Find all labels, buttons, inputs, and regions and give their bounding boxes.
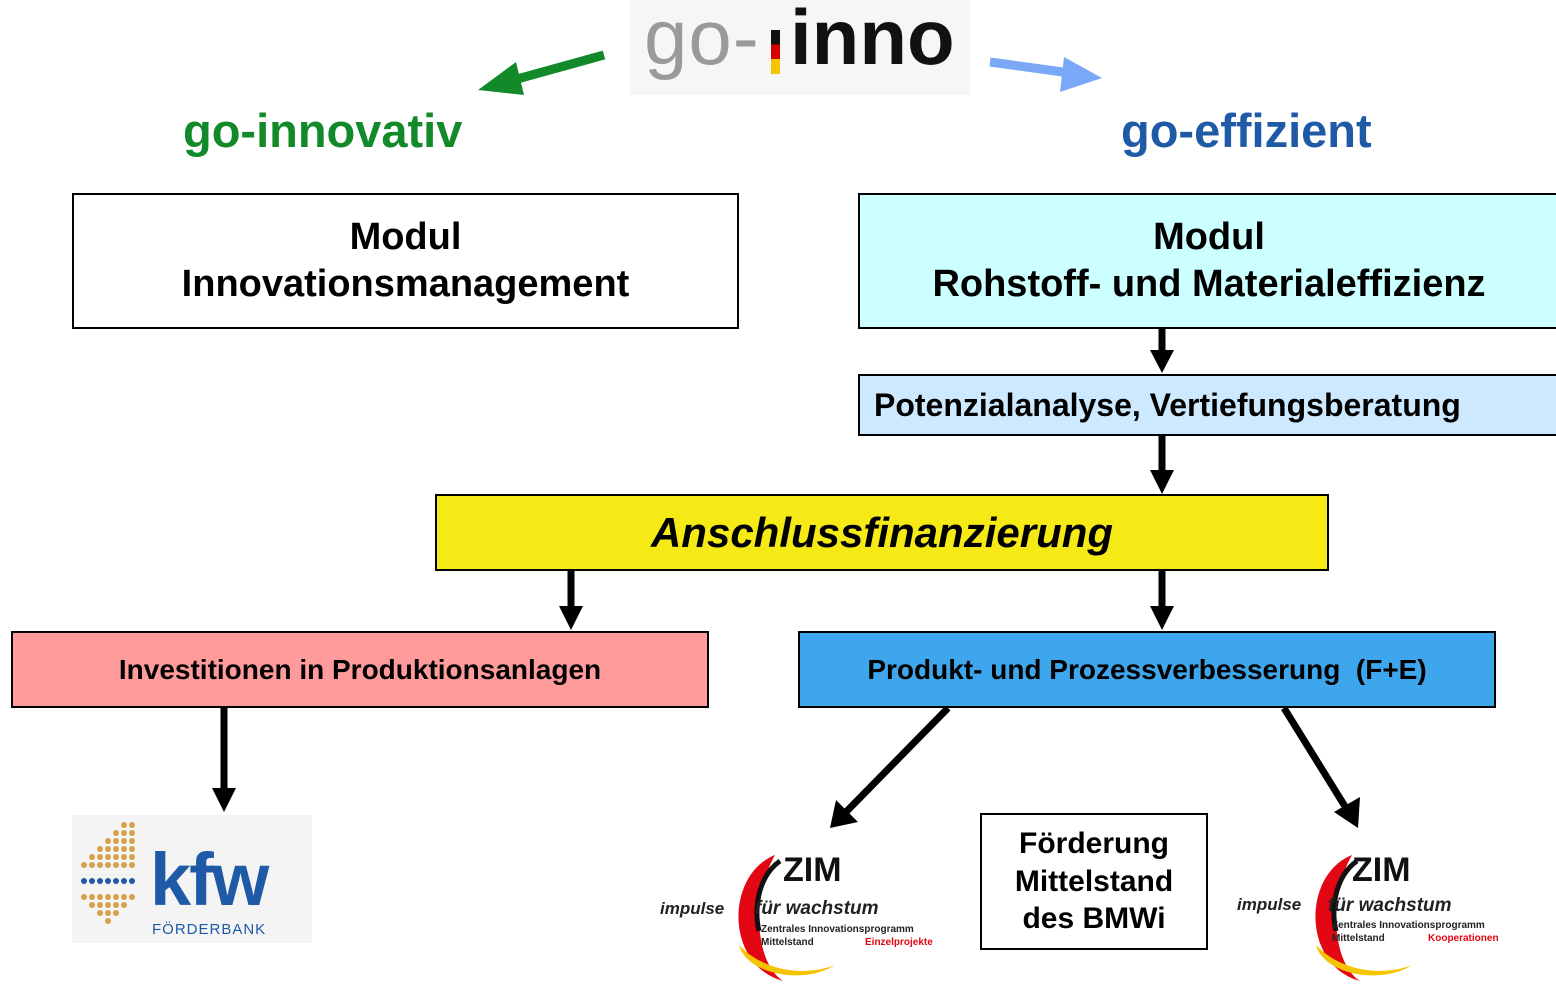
zim-right-brand: ZIM: [1352, 851, 1411, 889]
produkt-prozess-label: Produkt- und Prozessverbesserung (F+E): [867, 653, 1427, 685]
module-right-line2: Rohstoff- und Materialeffizienz: [932, 263, 1486, 305]
anschlussfinanzierung-box: Anschlussfinanzierung: [435, 494, 1329, 571]
foerderung-box: Förderung Mittelstand des BMWi: [980, 813, 1208, 950]
zim-logo-kooperationen: ZIM impulse für wachstum Zentrales Innov…: [1232, 845, 1532, 983]
logo-inno-text: inno: [790, 0, 955, 81]
zim-left-tagline: für wachstum: [755, 898, 879, 919]
module-right-line1: Modul: [1153, 215, 1265, 258]
kfw-sub-text: FÖRDERBANK: [152, 921, 267, 938]
zim-left-line1: Zentrales Innovationsprogramm: [761, 924, 914, 935]
arrow-produkt-to-zim-right: [1281, 706, 1360, 828]
zim-swoosh-icon: [1315, 855, 1412, 981]
zim-right-variant: Kooperationen: [1428, 933, 1499, 944]
title-go-effizient: go-effizient: [1121, 104, 1372, 157]
kfw-brand-text: kfw: [150, 838, 269, 921]
zim-left-line2: Mittelstand: [761, 937, 814, 948]
foerderung-line3: des BMWi: [1022, 902, 1166, 936]
produkt-prozess-box: Produkt- und Prozessverbesserung (F+E): [798, 631, 1496, 708]
go-inno-logo: go- inno: [630, 0, 970, 95]
kfw-dots-icon: [81, 822, 135, 924]
zim-left-brand: ZIM: [783, 851, 842, 889]
module-rohstoff-materialeffizienz: Modul Rohstoff- und Materialeffizienz: [858, 193, 1556, 329]
kfw-logo: kfw FÖRDERBANK: [72, 815, 312, 943]
arrow-module-to-potenzial: [1150, 329, 1174, 373]
zim-right-impulse: impulse: [1237, 895, 1302, 914]
module-innovationsmanagement: Modul Innovationsmanagement: [72, 193, 739, 329]
arrow-produkt-to-zim-left: [830, 705, 951, 828]
arrow-investitionen-to-kfw: [212, 707, 236, 812]
module-left-line1: Modul: [349, 215, 462, 258]
potenzialanalyse-label: Potenzialanalyse, Vertiefungsberatung: [874, 386, 1461, 423]
arrow-anschluss-to-produkt: [1150, 571, 1174, 630]
logo-go-text: go-: [644, 0, 760, 81]
foerderung-line2: Mittelstand: [1014, 864, 1174, 898]
anschlussfinanzierung-label: Anschlussfinanzierung: [650, 508, 1114, 556]
module-left-line2: Innovationsmanagement: [181, 263, 630, 305]
zim-left-variant: Einzelprojekte: [865, 937, 933, 948]
logo-flag-bar: [771, 30, 780, 74]
foerderung-line1: Förderung: [1019, 827, 1169, 861]
title-go-innovativ: go-innovativ: [183, 104, 463, 157]
green-arrow: [478, 50, 606, 95]
zim-right-line2: Mittelstand: [1332, 933, 1385, 944]
potenzialanalyse-box: Potenzialanalyse, Vertiefungsberatung: [858, 374, 1556, 436]
arrow-anschluss-to-investitionen: [559, 571, 583, 630]
zim-right-tagline: für wachstum: [1328, 895, 1452, 916]
zim-logo-einzelprojekte: ZIM impulse für wachstum Zentrales Innov…: [655, 845, 955, 983]
investitionen-label: Investitionen in Produktionsanlagen: [118, 653, 602, 685]
investitionen-box: Investitionen in Produktionsanlagen: [11, 631, 709, 708]
blue-arrow: [989, 57, 1102, 92]
zim-swoosh-icon: [738, 855, 835, 981]
arrow-potenzial-to-anschluss: [1150, 436, 1174, 494]
zim-right-line1: Zentrales Innovationsprogramm: [1332, 920, 1485, 931]
zim-left-impulse: impulse: [660, 899, 725, 918]
